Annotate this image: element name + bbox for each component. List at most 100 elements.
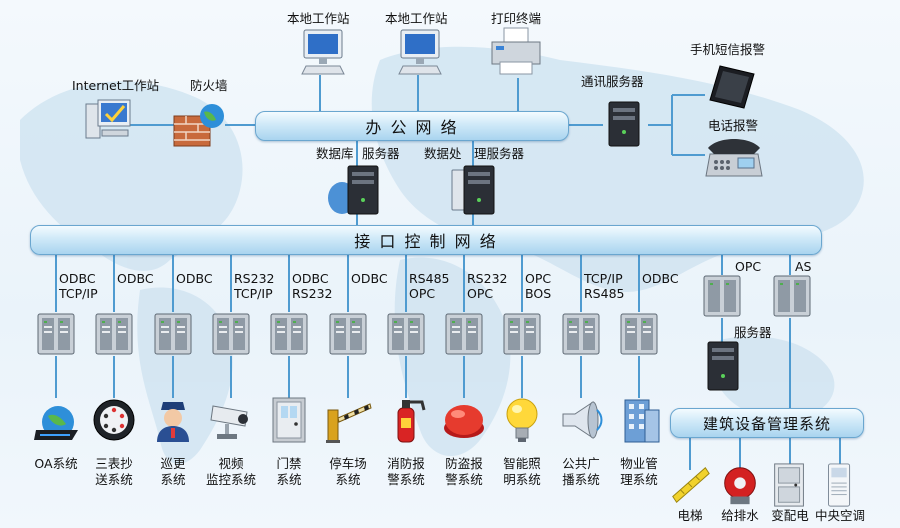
protocol-line-1: ODBC bbox=[59, 271, 96, 286]
bms-as-controller-icon[interactable] bbox=[772, 274, 812, 318]
bms-device-label: 变配电 bbox=[771, 508, 809, 523]
controller-icon[interactable] bbox=[36, 312, 76, 356]
protocol-line-1: ODBC bbox=[117, 271, 154, 286]
system-label: 停车场 系统 bbox=[329, 456, 367, 487]
system-label: 智能照 明系统 bbox=[503, 456, 541, 487]
system-label: 巡更 系统 bbox=[160, 456, 186, 487]
pump-icon[interactable] bbox=[717, 462, 763, 508]
protocol-line-2: TCP/IP bbox=[234, 286, 273, 301]
alarm-button-icon[interactable] bbox=[440, 396, 488, 444]
air-conditioner-icon[interactable] bbox=[817, 462, 863, 508]
bms-server-label: 服务器 bbox=[734, 325, 772, 340]
protocol-label: ODBC bbox=[117, 271, 154, 286]
firewall-label: 防火墙 bbox=[190, 78, 228, 93]
protocol-line-1: ODBC bbox=[351, 271, 388, 286]
system-label: 三表抄 送系统 bbox=[95, 456, 133, 487]
protocol-line-1: OPC bbox=[525, 271, 552, 286]
controller-icon[interactable] bbox=[94, 312, 134, 356]
camera-icon[interactable] bbox=[207, 396, 255, 444]
db-server-label-b: 服务器 bbox=[362, 146, 400, 161]
db-server-label-a: 数据库 bbox=[316, 146, 354, 161]
workstation-2-icon[interactable] bbox=[397, 28, 445, 76]
protocol-line-1: RS232 bbox=[234, 271, 275, 286]
system-label: 防盗报 警系统 bbox=[445, 456, 483, 487]
bms-device-label: 中央空调 bbox=[814, 508, 865, 523]
bms-as-label: AS bbox=[795, 259, 812, 274]
protocol-label: ODBC bbox=[176, 271, 213, 286]
protocol-label: ODBC bbox=[642, 271, 679, 286]
building-icon[interactable] bbox=[615, 396, 663, 444]
controller-icon[interactable] bbox=[444, 312, 484, 356]
bms-device-label: 给排水 bbox=[721, 508, 759, 523]
internet-workstation-label: Internet工作站 bbox=[72, 78, 160, 93]
firewall-icon[interactable] bbox=[170, 102, 226, 150]
system-label: 门禁 系统 bbox=[276, 456, 302, 487]
printer-label: 打印终端 bbox=[491, 11, 542, 26]
mobile-alarm-label: 手机短信报警 bbox=[690, 42, 766, 57]
extinguisher-icon[interactable] bbox=[382, 396, 430, 444]
controller-icon[interactable] bbox=[502, 312, 542, 356]
system-label: 物业管 理系统 bbox=[620, 456, 658, 487]
door-icon[interactable] bbox=[265, 396, 313, 444]
bulb-icon[interactable] bbox=[498, 396, 546, 444]
phone-alarm-label: 电话报警 bbox=[708, 118, 759, 133]
proc-server-label-a: 数据处 bbox=[424, 146, 462, 161]
protocol-label: ODBC bbox=[351, 271, 388, 286]
protocol-line-1: ODBC bbox=[642, 271, 679, 286]
protocol-line-2: BOS bbox=[525, 286, 552, 301]
protocol-line-2: OPC bbox=[409, 286, 436, 301]
protocol-line-1: ODBC bbox=[176, 271, 213, 286]
internet-workstation-icon[interactable] bbox=[84, 98, 134, 142]
protocol-line-1: TCP/IP bbox=[584, 271, 623, 286]
protocol-line-2: OPC bbox=[467, 286, 494, 301]
proc-server-label-b: 理服务器 bbox=[474, 146, 525, 161]
barrier-icon[interactable] bbox=[324, 396, 372, 444]
guard-icon[interactable] bbox=[149, 396, 197, 444]
protocol-line-2: RS485 bbox=[584, 286, 625, 301]
controller-icon[interactable] bbox=[211, 312, 251, 356]
elevator-icon[interactable] bbox=[667, 462, 713, 508]
comm-server-label: 通讯服务器 bbox=[581, 74, 644, 89]
system-label: 消防报 警系统 bbox=[387, 456, 425, 487]
controller-icon[interactable] bbox=[619, 312, 659, 356]
telephone-icon[interactable] bbox=[704, 134, 764, 180]
processing-server-icon[interactable] bbox=[448, 164, 498, 218]
bms-opc-controller-icon[interactable] bbox=[702, 274, 742, 318]
controller-icon[interactable] bbox=[153, 312, 193, 356]
mobile-phone-icon[interactable] bbox=[706, 62, 758, 112]
power-cabinet-icon[interactable] bbox=[767, 462, 813, 508]
bms-title-bar: 建筑设备管理系统 bbox=[670, 408, 864, 438]
database-server-icon[interactable] bbox=[326, 164, 384, 218]
system-label: 视频 监控系统 bbox=[205, 456, 256, 487]
protocol-line-1: RS485 bbox=[409, 271, 450, 286]
control-network-bus: 接 口 控 制 网 络 bbox=[30, 225, 822, 255]
printer-icon[interactable] bbox=[488, 26, 544, 78]
controller-icon[interactable] bbox=[269, 312, 309, 356]
workstation-1-icon[interactable] bbox=[300, 28, 348, 76]
protocol-line-2: RS232 bbox=[292, 286, 333, 301]
comm-server-icon[interactable] bbox=[603, 100, 647, 150]
system-label: OA系统 bbox=[34, 456, 78, 471]
meter-icon[interactable] bbox=[90, 396, 138, 444]
workstation-2-label: 本地工作站 bbox=[385, 11, 448, 26]
bms-device-label: 电梯 bbox=[677, 508, 703, 523]
controller-icon[interactable] bbox=[561, 312, 601, 356]
protocol-line-2: TCP/IP bbox=[59, 286, 98, 301]
router-icon[interactable] bbox=[32, 396, 80, 444]
controller-icon[interactable] bbox=[328, 312, 368, 356]
controller-icon[interactable] bbox=[386, 312, 426, 356]
protocol-line-1: ODBC bbox=[292, 271, 329, 286]
bms-opc-label: OPC bbox=[735, 259, 762, 274]
speaker-icon[interactable] bbox=[557, 396, 605, 444]
bms-server-icon[interactable] bbox=[700, 340, 746, 394]
workstation-1-label: 本地工作站 bbox=[287, 11, 350, 26]
